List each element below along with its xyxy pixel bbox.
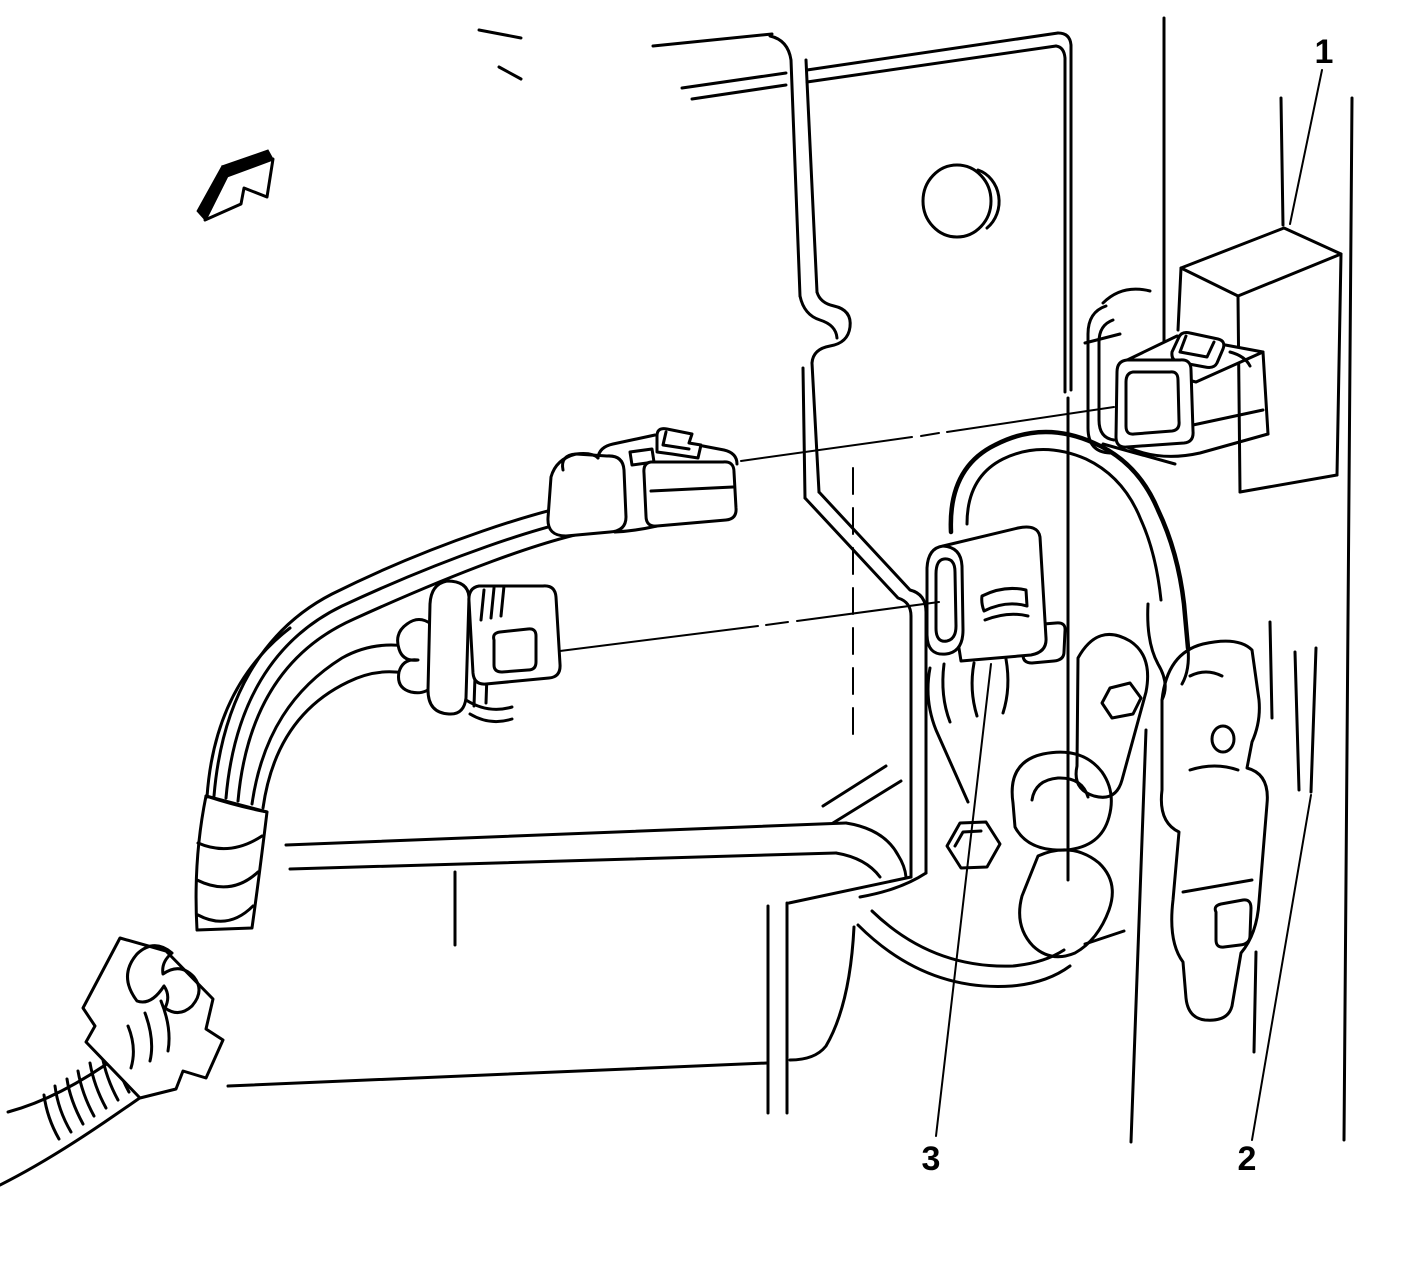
latch-mounting-bracket [1146, 602, 1269, 1022]
panel-hole [921, 163, 1001, 239]
latch-oval-connector-port [925, 525, 1048, 718]
harness-clip [81, 936, 225, 1100]
wiring-harness [0, 495, 620, 1187]
callout-leader-3 [935, 663, 992, 1137]
hex-bolt [945, 820, 1002, 870]
door-panel-lines [226, 28, 1073, 1115]
latch-connector-bracket [1083, 16, 1343, 494]
lower-harness-connector [396, 579, 562, 724]
callout-label-3: 3 [922, 1140, 941, 1178]
view-direction-arrow-icon [196, 149, 275, 222]
callout-leader-2 [1251, 794, 1312, 1141]
callout-label-1: 1 [1315, 33, 1334, 71]
lock-rods [1129, 96, 1354, 1144]
door-latch-assembly [856, 16, 1354, 1144]
callout-leader-1 [1289, 69, 1323, 225]
callouts: 1 2 3 [922, 33, 1334, 1178]
callout-label-2: 2 [1238, 1140, 1257, 1178]
upper-harness-connector [546, 427, 739, 538]
harness-wires [205, 495, 620, 810]
assembly-centerlines [559, 406, 1115, 652]
tape-wrapped-section [194, 794, 269, 932]
